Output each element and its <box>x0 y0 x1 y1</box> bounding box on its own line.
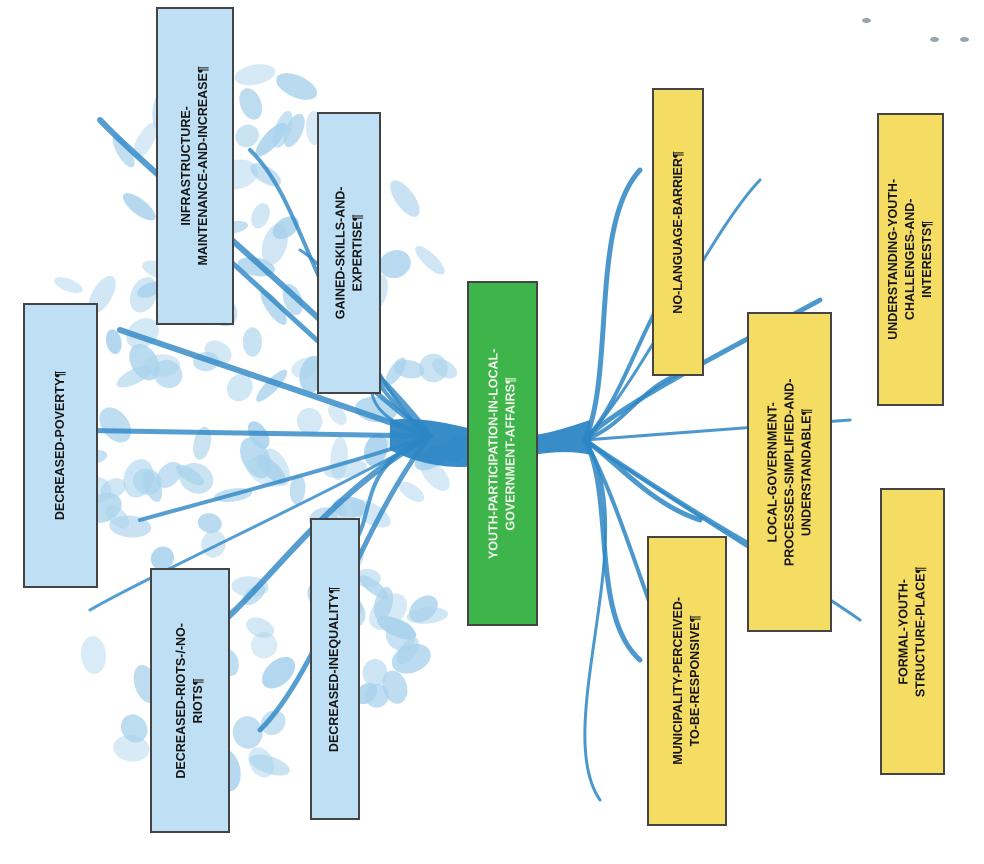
leaf <box>260 710 286 736</box>
leaf <box>122 193 156 221</box>
outcome-label: DECREASED-RIOTS-/-NO- RIOTS¶ <box>174 622 205 779</box>
condition-processes-simplified: LOCAL-GOVERNMENT- PROCESSES-SIMPLIFIED-A… <box>747 312 832 632</box>
leaf <box>246 617 275 638</box>
leaf <box>283 113 305 148</box>
leaf <box>373 586 394 621</box>
leaf <box>355 682 378 705</box>
leaf <box>143 470 163 502</box>
speck-mark <box>960 37 969 42</box>
leaf <box>250 631 278 659</box>
leaf <box>256 369 288 402</box>
leaf <box>393 359 425 379</box>
leaf <box>248 747 275 778</box>
leaf <box>251 202 270 229</box>
leaf <box>390 180 420 217</box>
leaf <box>276 73 318 100</box>
center-youth-participation: YOUTH-PARTICIPATION-IN-LOCAL- GOVERNMENT… <box>467 281 538 626</box>
leaf <box>260 290 287 325</box>
leaf <box>242 327 262 357</box>
outcome-label: GAINED-SKILLS-AND- EXPERTISE¶ <box>333 186 365 320</box>
leaf <box>133 122 158 159</box>
leaf <box>415 245 445 275</box>
leaf <box>261 223 288 265</box>
leaf <box>129 344 160 381</box>
leaf <box>406 607 449 624</box>
leaf <box>364 433 388 467</box>
leaf <box>398 481 425 502</box>
leaf <box>431 358 458 379</box>
leaf <box>54 277 83 294</box>
leaf <box>362 658 388 687</box>
outcome-decreased-riots: DECREASED-RIOTS-/-NO- RIOTS¶ <box>150 568 230 833</box>
leaf <box>99 407 132 443</box>
leaf <box>150 546 175 570</box>
root <box>582 167 643 443</box>
leaf <box>193 426 212 460</box>
condition-municipality-responsive: MUNICIPALITY-PERCEIVED- TO-BE-RESPONSIVE… <box>647 536 727 826</box>
leaf <box>197 513 222 534</box>
leaf <box>153 359 183 389</box>
leaf <box>255 122 287 157</box>
leaf <box>328 404 347 426</box>
leaf <box>105 329 122 355</box>
condition-label: LOCAL-GOVERNMENT- PROCESSES-SIMPLIFIED-A… <box>765 378 813 566</box>
condition-label: FORMAL-YOUTH- STRUCTURE-PLACE¶ <box>896 566 928 697</box>
leaf <box>234 64 276 86</box>
leaf <box>262 656 296 689</box>
leaf <box>391 643 431 674</box>
leaf <box>232 716 263 749</box>
speck-mark <box>930 37 939 42</box>
outcome-decreased-inequality: DECREASED-INEQUALITY¶ <box>310 518 360 820</box>
leaf <box>239 88 263 120</box>
leaf <box>235 124 260 148</box>
outcome-gained-skills: GAINED-SKILLS-AND- EXPERTISE¶ <box>317 112 381 394</box>
outcome-label: DECREASED-INEQUALITY¶ <box>327 586 342 752</box>
branch <box>97 117 433 439</box>
leaf <box>112 134 135 168</box>
condition-label: MUNICIPALITY-PERCEIVED- TO-BE-RESPONSIVE… <box>671 597 702 765</box>
root <box>583 438 608 802</box>
leaf <box>120 714 148 743</box>
leaf <box>156 461 183 488</box>
outcome-label: DECREASED-POVERTY¶ <box>53 370 68 521</box>
condition-formal-youth-structure: FORMAL-YOUTH- STRUCTURE-PLACE¶ <box>880 488 945 775</box>
center-label: YOUTH-PARTICIPATION-IN-LOCAL- GOVERNMENT… <box>486 348 518 559</box>
leaf <box>379 249 411 279</box>
outcome-infrastructure: INFRASTRUCTURE- MAINTENANCE-AND-INCREASE… <box>156 7 234 325</box>
leaf <box>113 734 150 762</box>
outcome-decreased-poverty: DECREASED-POVERTY¶ <box>23 303 98 588</box>
condition-understanding-youth: UNDERSTANDING-YOUTH- CHALLENGES-AND- INT… <box>877 113 944 406</box>
root <box>583 438 862 622</box>
leaf <box>81 635 107 675</box>
leaf <box>296 407 323 435</box>
leaf <box>179 462 214 494</box>
leaf <box>226 373 253 402</box>
leaf <box>289 474 306 505</box>
leaf <box>256 454 286 485</box>
outcome-label: INFRASTRUCTURE- MAINTENANCE-AND-INCREASE… <box>179 66 210 266</box>
leaf <box>420 459 450 491</box>
speck-mark <box>862 18 871 23</box>
condition-label: UNDERSTANDING-YOUTH- CHALLENGES-AND- INT… <box>886 179 934 340</box>
condition-label: NO-LANGUAGE-BARRIER¶ <box>670 150 685 314</box>
leaf <box>249 754 290 776</box>
condition-no-language-barrier: NO-LANGUAGE-BARRIER¶ <box>652 88 704 376</box>
